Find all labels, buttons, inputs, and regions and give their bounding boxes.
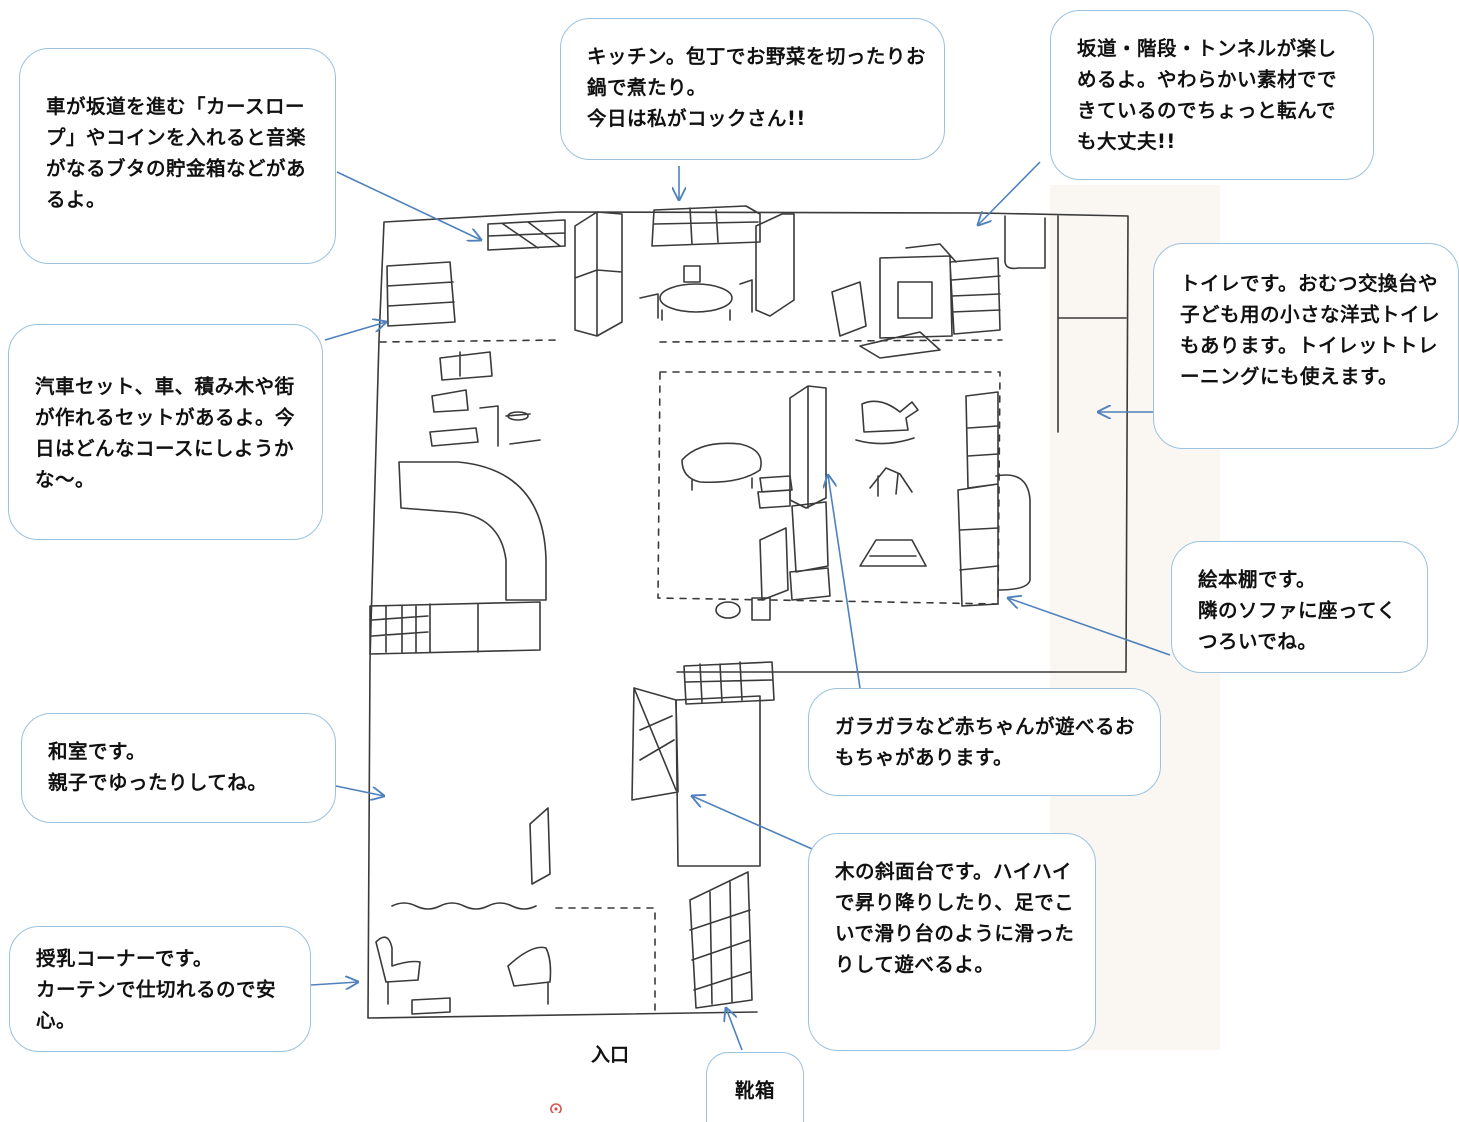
kitchen-right-shelf (755, 213, 795, 317)
baby-cushions (757, 475, 793, 509)
curtain-wavy (391, 902, 537, 910)
shelf-top-left (487, 219, 566, 251)
arrow-washitsu (335, 785, 384, 796)
bookshelf (957, 391, 999, 607)
washitsu-shelves (369, 601, 541, 655)
baby-area-dashed (657, 371, 1001, 605)
toy-table-set (429, 351, 541, 447)
nursing-chair-right (507, 946, 552, 1005)
baby-gate-shelves (759, 501, 831, 601)
callout-bookshelf: 絵本棚です。 隣のソファに座ってくつろいでね。 (1171, 541, 1428, 673)
car-slope-track (398, 461, 547, 601)
washitsu-slim-shelf (529, 807, 551, 885)
swing-frame (869, 467, 913, 497)
location-pin-icon (550, 1103, 562, 1113)
arrow-nursing (310, 982, 358, 985)
dashed-partition-top (379, 339, 1003, 343)
arrow-bookshelf (1008, 598, 1171, 656)
callout-kitchen: キッチン。包丁でお野菜を切ったりお鍋で煮たり。 今日は私がコックさん!! (560, 18, 945, 160)
kitchen-chairs (639, 265, 753, 321)
rocking-horse (855, 400, 919, 445)
entrance-label: 入口 (591, 1044, 630, 1066)
callout-nursing-corner: 授乳コーナーです。 カーテンで仕切れるので安心。 (9, 926, 311, 1052)
wooden-slope (631, 687, 679, 801)
shelf-left-block (386, 261, 456, 327)
slope-block-right (675, 695, 761, 867)
callout-slopes-stairs-tunnel: 坂道・階段・トンネルが楽しめるよ。やわらかい素材でできているのでちょっと転んでも… (1050, 10, 1374, 180)
tunnel-mat (859, 539, 927, 567)
tall-shelf-kitchen (574, 211, 623, 337)
callout-shoe-box: 靴箱 (706, 1052, 804, 1122)
sofa (995, 474, 1031, 591)
baby-box (751, 597, 771, 621)
kitchen-counter (651, 205, 761, 247)
arrow-shoe-box (726, 1008, 743, 1051)
callout-toilet: トイレです。おむつ交換台や子ども用の小さな洋式トイレもあります。トイレットトレー… (1153, 243, 1459, 449)
baby-ball (715, 601, 741, 619)
slope-top-cubbies (683, 661, 775, 705)
nursing-curtain (555, 907, 656, 1013)
callout-car-slope: 車が坂道を進む「カースロープ」やコインを入れると音楽がなるブタの貯金箱などがある… (19, 48, 336, 264)
tall-shelf-baby (789, 385, 827, 509)
nursing-chair-left (375, 936, 421, 1005)
baby-table (681, 442, 762, 491)
toilet-room-walls (1004, 215, 1127, 433)
trains-round-stool (507, 411, 529, 421)
kitchen-table (659, 283, 733, 313)
arrow-rattle (828, 475, 861, 689)
outer-wall (367, 211, 1129, 1019)
callout-baby-toys: ガラガラなど赤ちゃんが遊べるおもちゃがあります。 (808, 688, 1161, 796)
callout-washitsu: 和室です。 親子でゆったりしてね。 (21, 713, 336, 823)
nursing-floor-cushion (411, 997, 451, 1015)
soft-blocks (831, 243, 1001, 359)
arrow-trains (324, 322, 386, 341)
arrow-carslope (336, 171, 481, 240)
callout-wooden-slope: 木の斜面台です。ハイハイで昇り降りしたり、足でこいで滑り台のように滑ったりして遊… (808, 833, 1096, 1051)
arrow-slopes (978, 161, 1041, 225)
callout-train-set: 汽車セット、車、積み木や街が作れるセットがあるよ。今日はどんなコースにしようかな… (8, 324, 323, 540)
shoe-box-sketch (689, 871, 753, 1009)
arrow-slide (692, 796, 829, 857)
